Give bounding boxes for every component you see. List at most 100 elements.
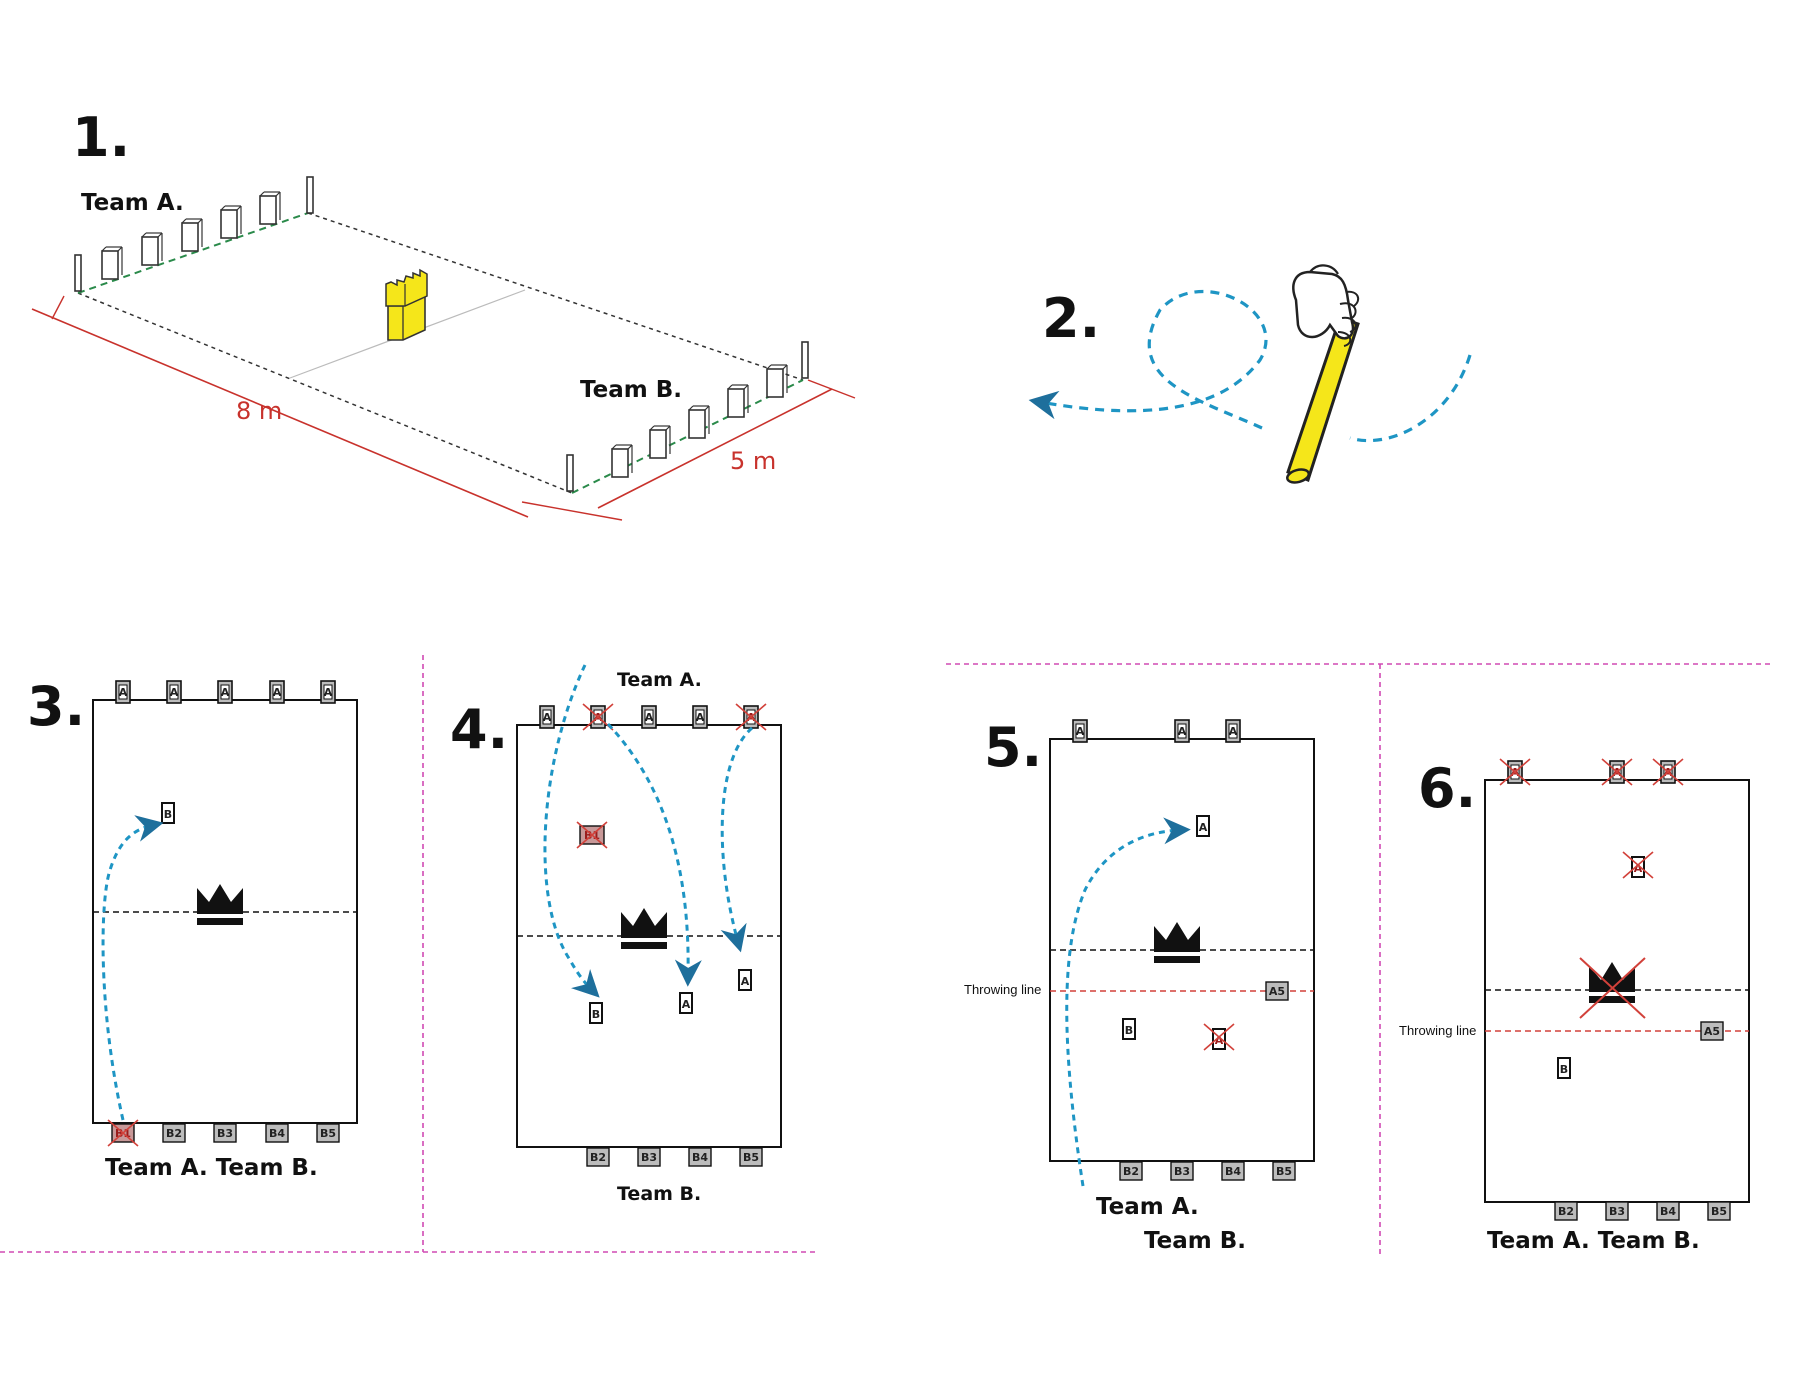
step4-field-piece-a: A <box>682 998 691 1011</box>
step5-throw-arrow <box>1065 817 1191 1187</box>
step5-throwing-line-label: Throwing line <box>964 982 1041 997</box>
piece-a: A <box>543 711 552 724</box>
step3-field-piece-b: B <box>164 808 172 821</box>
piece-b4: B4 <box>1660 1205 1676 1218</box>
step-number-5: 5. <box>984 716 1042 779</box>
step-5-panel: 5. Throwing line A A A B2 B3 B4 B5 A B A… <box>964 716 1315 1254</box>
throwing-stick-yellow <box>1286 316 1360 484</box>
field-side-near <box>77 292 573 494</box>
piece-b2: B2 <box>166 1127 182 1140</box>
length-measure-tick <box>51 295 65 320</box>
piece-b2: B2 <box>1558 1205 1574 1218</box>
step4-bottom-pieces: B2 B3 B4 B5 <box>586 1147 763 1167</box>
piece-a: A <box>1178 725 1187 738</box>
step4-team-a-label: Team A. <box>617 669 702 691</box>
step3-top-pieces: A A A A A <box>115 680 336 704</box>
piece-a: A <box>119 686 128 699</box>
step-3-panel: 3. A A A A A B1 B2 B3 B4 B5 B Team A. Te… <box>27 675 358 1181</box>
step6-field-piece-b: B <box>1560 1063 1568 1076</box>
step4-top-pieces: A A A A A <box>539 703 767 731</box>
step6-field-piece-a-knocked: A <box>1634 862 1643 875</box>
step3-throw-arrow <box>101 815 164 1121</box>
width-measure-label: 5 m <box>730 447 776 475</box>
step5-team-b-label: Team B. <box>1144 1228 1246 1254</box>
team-b-peg <box>688 405 710 439</box>
step5-team-a-label: Team A. <box>1096 1194 1199 1220</box>
step5-field-piece-a5: A5 <box>1269 985 1285 998</box>
piece-b2: B2 <box>1123 1165 1139 1178</box>
width-measure-tick <box>807 379 856 399</box>
step-number-3: 3. <box>27 675 85 738</box>
team-b-peg <box>766 364 788 398</box>
piece-b5: B5 <box>1711 1205 1727 1218</box>
piece-b4: B4 <box>1225 1165 1241 1178</box>
width-measure-tick <box>521 501 623 521</box>
length-measure-line <box>31 308 529 518</box>
team-a-peg <box>220 205 242 239</box>
piece-a: A <box>1229 725 1238 738</box>
step-1-field-perspective: 1. Team A. Team B. 8 m 5 m <box>31 106 856 521</box>
piece-b5: B5 <box>1276 1165 1292 1178</box>
step-number-1: 1. <box>72 106 130 169</box>
step5-field-piece-a: A <box>1199 821 1208 834</box>
team-b-peg <box>649 425 671 459</box>
team-a-peg <box>259 191 281 225</box>
step4-field-piece-a: A <box>741 975 750 988</box>
step6-field-piece-a5: A5 <box>1704 1025 1720 1038</box>
piece-b5: B5 <box>320 1127 336 1140</box>
width-measure-line <box>597 388 833 509</box>
hand-icon <box>1292 264 1360 347</box>
piece-a: A <box>273 686 282 699</box>
step6-bottom-pieces: B2 B3 B4 B5 <box>1554 1201 1731 1221</box>
piece-b4: B4 <box>692 1151 708 1164</box>
team-a-peg <box>181 218 203 252</box>
step5-field-piece-b: B <box>1125 1024 1133 1037</box>
step6-team-labels: Team A. Team B. <box>1487 1228 1700 1254</box>
corner-stake <box>566 454 574 492</box>
step4-throw-arrow <box>606 722 702 987</box>
step6-top-pieces: A A A <box>1499 758 1684 786</box>
corner-stake <box>74 254 82 292</box>
step-4-panel: 4. Team A. Team B. A A A A A B2 B3 B4 B5… <box>450 664 782 1205</box>
step-2-throwing: 2. <box>1040 264 1472 484</box>
panel-dividers <box>0 655 1772 1258</box>
length-measure-label: 8 m <box>236 397 282 425</box>
king-cross-mark <box>1579 957 1646 1019</box>
piece-a: A <box>645 711 654 724</box>
piece-a: A <box>170 686 179 699</box>
step-number-4: 4. <box>450 698 508 761</box>
team-b-peg <box>727 384 749 418</box>
piece-b4: B4 <box>269 1127 285 1140</box>
step-number-2: 2. <box>1042 287 1100 350</box>
step5-bottom-pieces: B2 B3 B4 B5 <box>1119 1161 1296 1181</box>
step6-throwing-line-label: Throwing line <box>1399 1023 1476 1038</box>
king-piece-yellow <box>385 268 428 341</box>
piece-b3: B3 <box>1609 1205 1625 1218</box>
step4-team-b-label: Team B. <box>617 1183 701 1205</box>
piece-b2: B2 <box>590 1151 606 1164</box>
piece-b3: B3 <box>217 1127 233 1140</box>
step1-team-b-label: Team B. <box>580 377 682 403</box>
piece-b5: B5 <box>743 1151 759 1164</box>
step3-team-labels: Team A. Team B. <box>105 1155 318 1181</box>
piece-a: A <box>1076 725 1085 738</box>
field-side-far <box>307 212 804 381</box>
step-number-6: 6. <box>1418 757 1476 820</box>
piece-a: A <box>221 686 230 699</box>
piece-a: A <box>324 686 333 699</box>
team-b-peg <box>611 444 633 478</box>
team-b-baseline <box>571 379 804 494</box>
step1-team-a-label: Team A. <box>81 190 184 216</box>
step-6-panel: 6. Throwing line A A A B2 B3 B4 B5 A A5 … <box>1399 757 1750 1254</box>
step5-top-pieces: A A A <box>1072 719 1241 743</box>
step4-field-piece-b: B <box>592 1008 600 1021</box>
piece-b3: B3 <box>1174 1165 1190 1178</box>
corner-stake <box>306 176 314 214</box>
piece-b3: B3 <box>641 1151 657 1164</box>
team-a-peg <box>141 232 163 266</box>
step3-bottom-pieces: B1 B2 B3 B4 B5 <box>107 1119 340 1147</box>
step5-field-piece-a-knocked: A <box>1215 1034 1224 1047</box>
team-a-peg <box>101 246 123 280</box>
throw-trajectory-arrow <box>1040 289 1472 443</box>
